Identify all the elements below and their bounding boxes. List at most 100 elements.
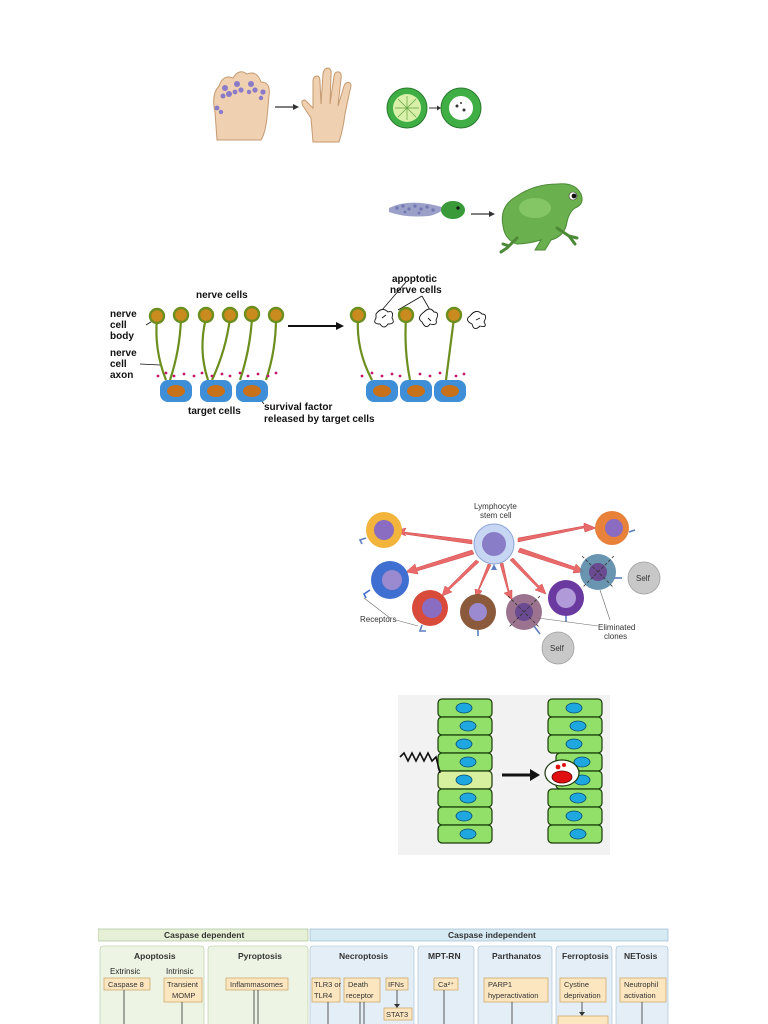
- label-necroptosis: Necroptosis: [339, 951, 388, 961]
- label-stem-cell: stem cell: [480, 511, 512, 520]
- label-self: Self: [636, 574, 651, 583]
- label-apoptosis: Apoptosis: [134, 951, 176, 961]
- label-netosis: NETosis: [624, 951, 658, 961]
- text-tlr-1: TLR3 or: [314, 980, 342, 989]
- arrow-icon: [471, 211, 495, 217]
- clone-cell-violet: [548, 580, 584, 622]
- post-apoptosis-neuron-group: [349, 306, 487, 402]
- arrow-icon: [429, 105, 441, 111]
- label-eliminated: Eliminated: [598, 623, 635, 632]
- text-neutrophil-1: Neutrophil: [624, 980, 659, 989]
- box-cystine: [559, 977, 607, 1003]
- text-cystine-1: Cystine: [564, 980, 589, 989]
- label-nerve-cell-body-2: cell: [110, 320, 127, 331]
- label-extrinsic: Extrinsic: [110, 967, 140, 976]
- label-intrinsic: Intrinsic: [166, 967, 194, 976]
- label-apoptotic-2: nerve cells: [390, 285, 442, 296]
- text-tlr-2: TLR4: [314, 991, 332, 1000]
- differentiation-arrows: [393, 522, 597, 601]
- box-ca: [433, 977, 459, 991]
- label-survival-factor-2: released by target cells: [264, 414, 375, 425]
- text-neutrophil-2: activation: [624, 991, 656, 1000]
- healthy-neuron-group: [148, 305, 285, 402]
- frog-icon: [499, 183, 583, 254]
- box-death-receptor: [343, 977, 381, 1003]
- text-parp1-1: PARP1: [488, 980, 512, 989]
- label-nerve-cell-axon-1: nerve: [110, 348, 137, 359]
- metamorphosis-illustration: [389, 183, 583, 254]
- clone-cell-brown: [460, 594, 496, 636]
- text-ca: Ca²⁺: [438, 980, 454, 989]
- label-parthanatos: Parthanatos: [492, 951, 541, 961]
- text-stat3: STAT3: [386, 1010, 408, 1019]
- eliminated-clone-icon: [580, 554, 622, 590]
- header-caspase-independent: [309, 928, 669, 942]
- self-antigen-icon: Self: [627, 561, 661, 595]
- text-cystine-2: deprivation: [564, 991, 601, 1000]
- label-nerve-cell-body-1: nerve: [110, 309, 137, 320]
- label-self: Self: [550, 644, 565, 653]
- neuronal-survival-diagram: nerve cells nerve cell body nerve cell a…: [110, 274, 487, 425]
- label-nerve-cell-body-3: body: [110, 331, 134, 342]
- label-caspase-dependent: Caspase dependent: [164, 930, 244, 940]
- arrow-icon: [275, 104, 299, 110]
- box-transient-momp: [163, 977, 203, 1003]
- text-death-receptor-2: receptor: [346, 991, 374, 1000]
- label-mpt-rn: MPT-RN: [428, 951, 461, 961]
- clone-cell-orange: [358, 512, 402, 548]
- arrow-icon: [502, 769, 540, 781]
- label-receptors: Receptors: [360, 615, 396, 624]
- box-parp1: [483, 977, 549, 1003]
- stem-cell-icon: [473, 523, 515, 570]
- header-caspase-dependent: [98, 928, 309, 942]
- webbed-hand-icon: [213, 71, 270, 141]
- signal-zigzag-icon: [399, 751, 441, 774]
- box-stat3: [383, 1007, 413, 1021]
- text-death-receptor-1: Death: [348, 980, 368, 989]
- solid-cell-cluster-icon: [386, 87, 428, 129]
- hand-development-illustration: [213, 67, 352, 143]
- label-nerve-cell-axon-3: axon: [110, 370, 133, 381]
- lumen-formation-illustration: [386, 87, 482, 129]
- apoptotic-cell-icon: [374, 308, 487, 329]
- text-momp-1: Transient: [167, 980, 199, 989]
- label-nerve-cell-axon-2: cell: [110, 359, 127, 370]
- column-apoptosis: [99, 945, 205, 1024]
- label-survival-factor-1: survival factor: [264, 402, 332, 413]
- label-clones: clones: [604, 632, 627, 641]
- box-caspase-8: [103, 977, 151, 991]
- label-lymphocyte: Lymphocyte: [474, 502, 517, 511]
- cell-death-classification-table: Caspase dependent Caspase independent Ap…: [98, 928, 669, 1024]
- label-caspase-independent: Caspase independent: [448, 930, 536, 940]
- eliminated-clone-icon: [506, 594, 542, 635]
- hollow-lumen-icon: [440, 87, 482, 129]
- box-inflammasomes: [225, 977, 289, 991]
- epithelium-before: [399, 698, 493, 844]
- apoptotic-cell-icon: [544, 759, 580, 787]
- epithelial-extrusion-diagram: [398, 695, 610, 855]
- box-tlr: [311, 977, 341, 1003]
- label-target-cells: target cells: [188, 406, 241, 417]
- survival-factor-dots: [156, 371, 278, 378]
- clone-cell-orange-right: [595, 511, 636, 545]
- clone-cell-blue: [362, 561, 409, 599]
- epithelium-after: [544, 698, 603, 844]
- lymphocyte-selection-diagram: Lymphocyte stem cell: [358, 502, 661, 665]
- self-antigen-icon: Self: [541, 631, 575, 665]
- label-ferroptosis: Ferroptosis: [562, 951, 609, 961]
- arrow-icon: [288, 322, 344, 330]
- text-inflammasomes: Inflammasomes: [230, 980, 283, 989]
- text-momp-2: MOMP: [172, 991, 195, 1000]
- target-cells: [160, 380, 268, 402]
- label-nerve-cells: nerve cells: [196, 290, 248, 301]
- box-neutrophil: [619, 977, 667, 1003]
- clone-cell-red: [412, 590, 448, 632]
- text-parp1-2: hyperactivation: [488, 991, 538, 1000]
- label-apoptotic-1: apoptotic: [392, 274, 437, 285]
- tadpole-icon: [389, 201, 465, 219]
- hand-icon: [301, 67, 352, 143]
- label-pyroptosis: Pyroptosis: [238, 951, 282, 961]
- box-ferroptosis-next: [557, 1015, 609, 1024]
- text-caspase-8: Caspase 8: [108, 980, 144, 989]
- text-ifns: IFNs: [388, 980, 404, 989]
